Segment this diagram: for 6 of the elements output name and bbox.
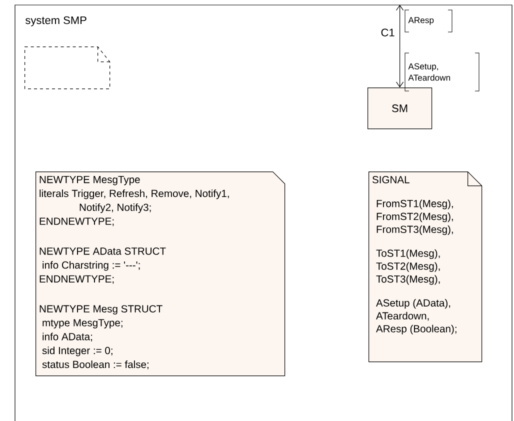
signal-list: ASetup, ATeardown <box>404 52 480 92</box>
block-box: SM <box>368 88 432 130</box>
channel-arrow <box>396 4 404 88</box>
signal-list: AResp <box>404 10 452 32</box>
text-symbol <box>24 46 110 90</box>
channel-label: C1 <box>381 28 394 36</box>
